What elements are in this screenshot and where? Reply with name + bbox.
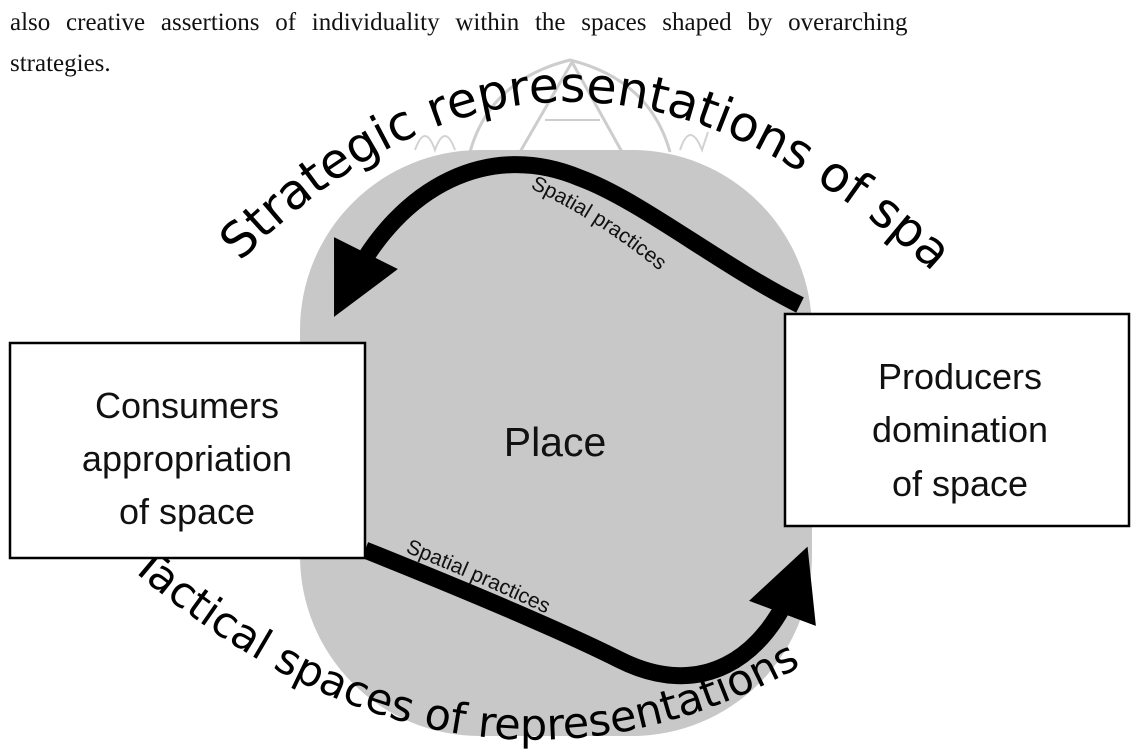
- consumers-box-line-2: appropriation: [82, 438, 292, 479]
- producers-box-line-1: Producers: [878, 356, 1042, 397]
- consumers-box-line-1: Consumers: [95, 385, 279, 426]
- lower-practice-arrow: [361, 542, 816, 685]
- upper-practice-arrow: [334, 156, 804, 317]
- body-paragraph: also creative assertions of individualit…: [10, 2, 1122, 84]
- paragraph-line-2: strategies.: [10, 50, 111, 77]
- place-area: [300, 150, 812, 736]
- producers-box-line-2: domination: [872, 409, 1048, 450]
- consumers-box-line-3: of space: [119, 491, 255, 532]
- paragraph-line-1: also creative assertions of individualit…: [10, 9, 908, 36]
- producers-box: Producers domination of space: [783, 312, 1131, 528]
- place-label: Place: [504, 419, 607, 465]
- watermark-seal: [414, 58, 709, 153]
- consumers-box: Consumers appropriation of space: [8, 341, 367, 560]
- producers-box-line-3: of space: [892, 463, 1028, 504]
